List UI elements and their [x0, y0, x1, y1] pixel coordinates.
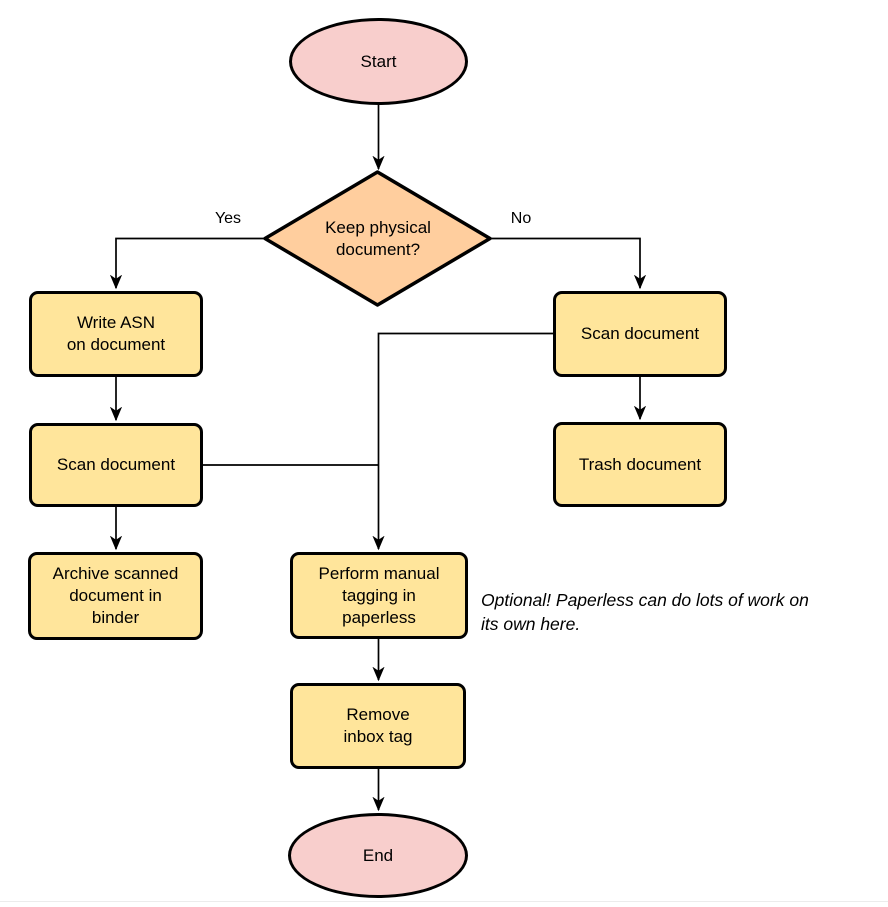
- node-decision-shape: [263, 170, 492, 307]
- node-archive-in-binder: Archive scanned document in binder: [28, 552, 203, 640]
- node-manual-tagging: Perform manual tagging in paperless: [290, 552, 468, 639]
- node-write-asn: Write ASN on document: [29, 291, 203, 377]
- node-label: Archive scanned document in binder: [52, 564, 179, 627]
- node-label: Write ASN on document: [66, 313, 166, 354]
- edge-scan-right-to-tagging: [379, 332, 553, 550]
- edge-label-no: No: [510, 210, 532, 227]
- node-scan-document-left: Scan document: [29, 423, 203, 507]
- node-label: Scan document: [56, 455, 176, 474]
- node-end: End: [288, 813, 468, 898]
- node-trash-document: Trash document: [553, 422, 727, 507]
- edge-decision-no-to-scan-right: [490, 237, 641, 289]
- node-label: Trash document: [578, 454, 702, 474]
- annotation-note: Optional! Paperless can do lots of work …: [481, 590, 809, 634]
- node-label: Scan document: [580, 324, 700, 343]
- node-label: Perform manual tagging in paperless: [318, 563, 440, 627]
- node-decision-label: Keep physical document?: [325, 218, 431, 259]
- edge-decision-yes-to-write-asn: [116, 237, 265, 289]
- node-remove-inbox-tag: Remove inbox tag: [290, 683, 466, 769]
- node-label: Start: [360, 51, 397, 71]
- edge-label-yes: Yes: [214, 210, 242, 227]
- bottom-divider: [0, 901, 888, 902]
- node-label: End: [362, 845, 394, 865]
- node-scan-document-right: Scan document: [553, 291, 727, 377]
- node-label: Remove inbox tag: [343, 705, 413, 746]
- node-start: Start: [289, 18, 468, 105]
